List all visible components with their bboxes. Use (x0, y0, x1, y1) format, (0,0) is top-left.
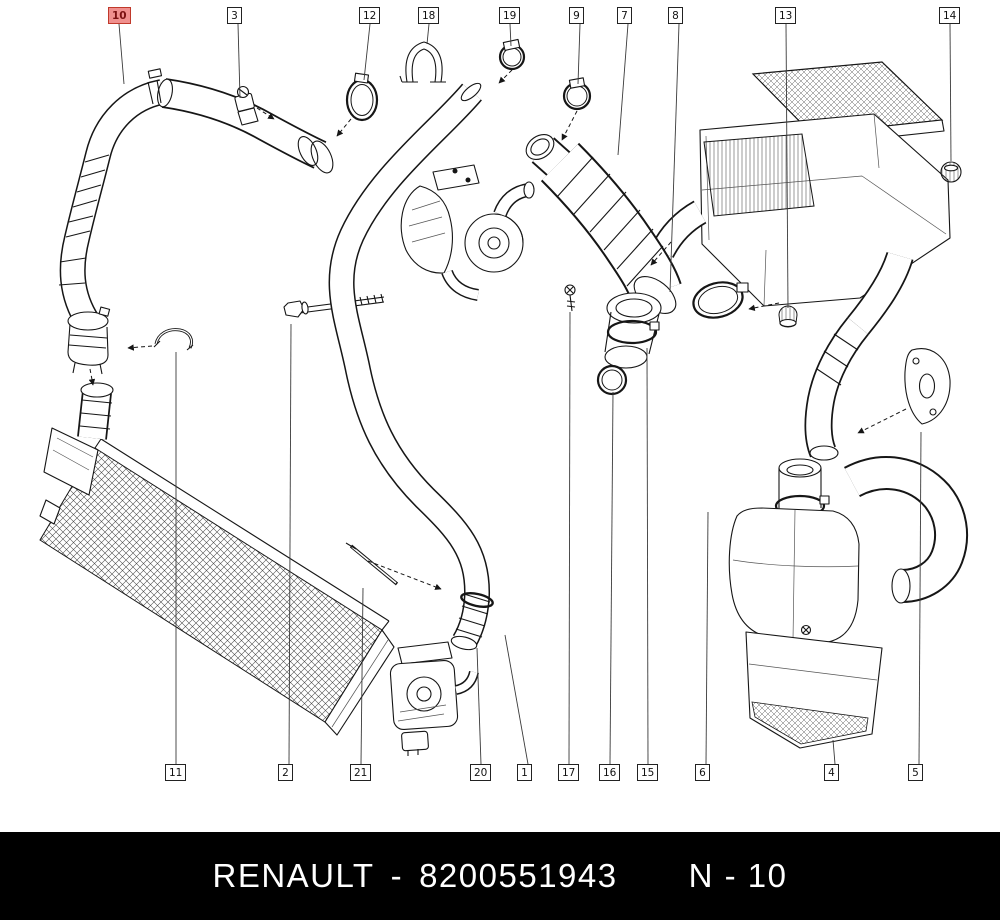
hose-connector (67, 306, 111, 375)
turbocharger (400, 164, 535, 301)
callout-12[interactable]: 12 (359, 7, 381, 24)
wire-clip (153, 328, 194, 351)
intake-bellows (525, 133, 682, 314)
o-ring (596, 364, 628, 396)
callout-21[interactable]: 21 (350, 764, 372, 781)
footer-bar: RENAULT - 8200551943 N - 10 (0, 832, 1000, 920)
callout-5[interactable]: 5 (908, 764, 923, 781)
callout-4[interactable]: 4 (824, 764, 839, 781)
callout-17[interactable]: 17 (558, 764, 580, 781)
callout-3[interactable]: 3 (227, 7, 242, 24)
end-cap (940, 161, 962, 183)
footer-brand: RENAULT (212, 857, 375, 894)
hose-clamp-9 (562, 77, 592, 111)
resonator-assembly (728, 456, 969, 749)
diagram-drawing (39, 23, 969, 765)
callout-15[interactable]: 15 (637, 764, 659, 781)
air-duct-right (804, 317, 951, 461)
hose-clamp-12 (345, 72, 379, 122)
air-flow-sensor (562, 77, 662, 396)
outlet-elbow (161, 72, 379, 174)
footer-separator: - (390, 857, 404, 894)
retaining-pin (345, 542, 399, 586)
callout-9[interactable]: 9 (569, 7, 584, 24)
callout-8[interactable]: 8 (668, 7, 683, 24)
intercooler (39, 382, 395, 736)
callout-11[interactable]: 11 (165, 764, 187, 781)
callout-1[interactable]: 1 (517, 764, 532, 781)
callout-10[interactable]: 10 (108, 7, 131, 24)
coupling-sleeve (460, 592, 494, 608)
intercooler-hose (58, 68, 173, 375)
callout-20[interactable]: 20 (470, 764, 492, 781)
screw (564, 284, 576, 312)
wire-bracket (399, 41, 446, 83)
callout-14[interactable]: 14 (939, 7, 961, 24)
footer-part-number: 8200551943 (419, 857, 618, 894)
callout-6[interactable]: 6 (695, 764, 710, 781)
rubber-plug (778, 305, 798, 328)
callout-16[interactable]: 16 (599, 764, 621, 781)
leader-lines (118, 23, 952, 765)
long-hose (328, 38, 526, 651)
callout-18[interactable]: 18 (418, 7, 440, 24)
callout-13[interactable]: 13 (775, 7, 797, 24)
footer-text: RENAULT - 8200551943 N - 10 (213, 857, 788, 895)
hose-clamp-large (692, 281, 744, 319)
callout-7[interactable]: 7 (617, 7, 632, 24)
air-filter-box (650, 61, 962, 335)
actuator (389, 641, 479, 756)
callout-19[interactable]: 19 (499, 7, 521, 24)
callout-2[interactable]: 2 (278, 764, 293, 781)
hose-clamp-19 (498, 38, 526, 71)
assembly-arrows (88, 69, 907, 590)
footer-page-ref: N - 10 (688, 857, 788, 894)
